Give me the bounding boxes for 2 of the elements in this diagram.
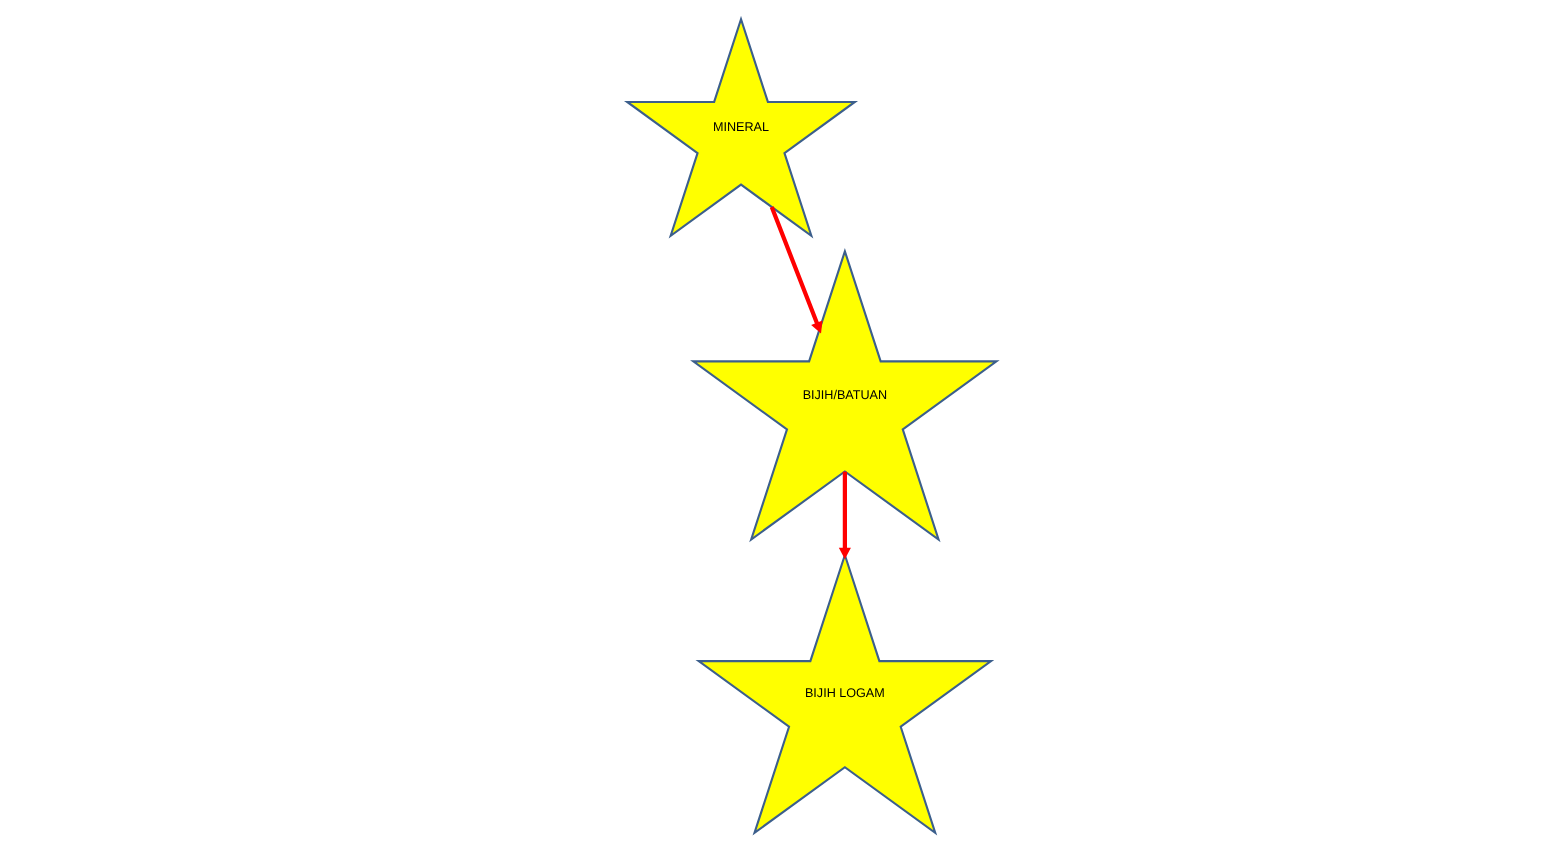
arrow [768,206,822,334]
arrow [837,471,850,560]
